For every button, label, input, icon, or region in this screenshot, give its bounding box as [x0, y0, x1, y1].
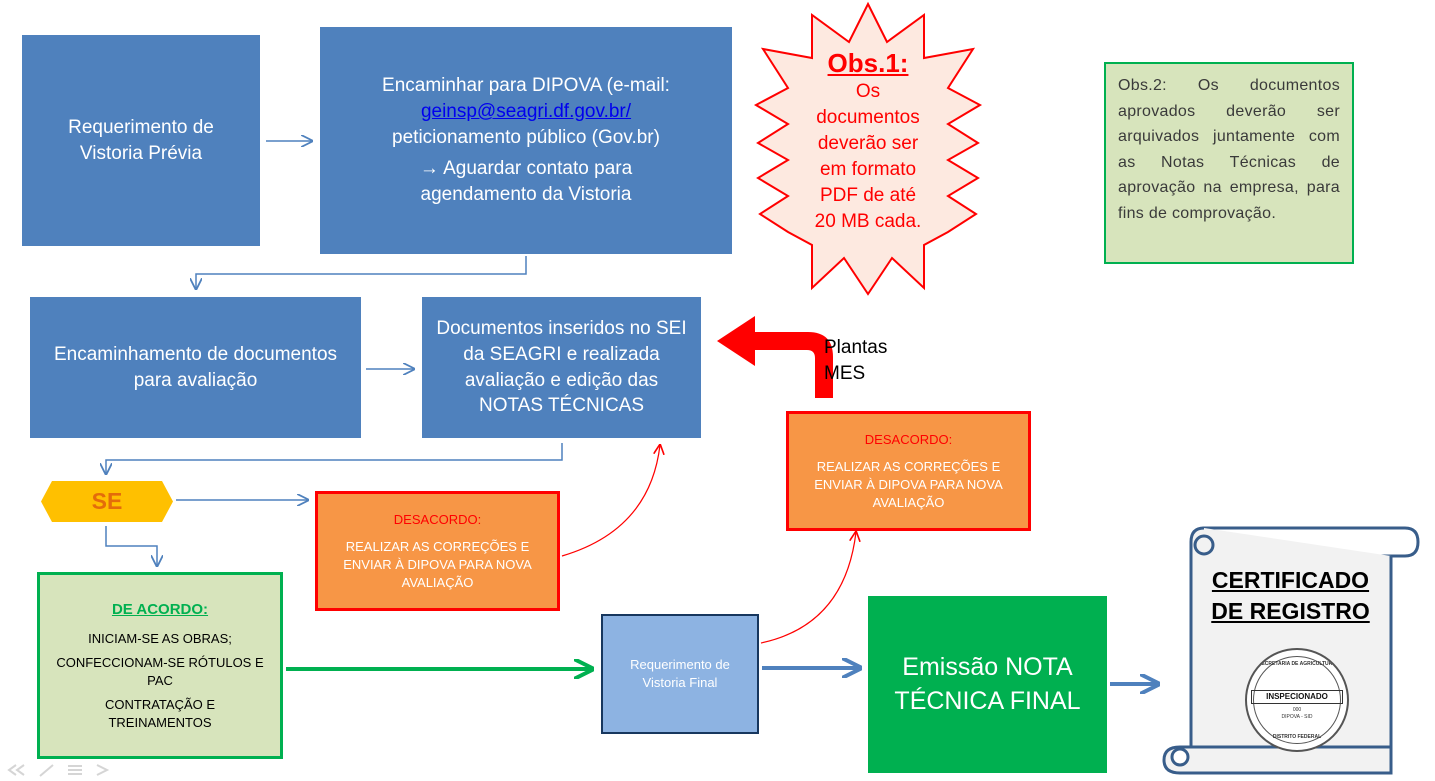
obs1-title: Obs.1:	[827, 48, 909, 78]
desacordo-title: DESACORDO:	[393, 511, 482, 527]
obs1-line: deverão ser	[817, 133, 919, 155]
slideshow-nav	[6, 762, 130, 778]
certificado-line2: DE REGISTRO	[1211, 598, 1370, 625]
encaminhar-line5: agendamento da Vistoria	[420, 183, 632, 205]
flow-arrow-icon	[561, 445, 660, 557]
obs1-line: Os	[855, 81, 881, 103]
next-icon[interactable]	[94, 763, 112, 777]
arrow-right-icon: →	[419, 158, 439, 180]
se-decision: SE	[41, 481, 173, 522]
certificado-line1: CERTIFICADO	[1211, 567, 1370, 593]
flow-arrow-icon	[760, 532, 856, 644]
plantas-mes-label: Plantas MES	[824, 335, 887, 386]
seal-icon: SECRETARIA DE AGRICULTURA INSPECIONADO 0…	[1245, 648, 1349, 752]
encaminhar-dipova-box: Encaminhar para DIPOVA (e-mail: geinsp@s…	[320, 27, 732, 254]
seal-top-text: SECRETARIA DE AGRICULTURA	[1258, 661, 1336, 667]
encaminhar-line1: Encaminhar para DIPOVA (e-mail:	[382, 75, 670, 97]
seal-bottom-text: DISTRITO FEDERAL	[1272, 734, 1322, 740]
documentos-sei-box: Documentos inseridos no SEI da SEAGRI e …	[422, 297, 701, 438]
flow-arrow-icon	[196, 256, 527, 289]
obs1-line: 20 MB cada.	[814, 211, 922, 233]
star-burst-icon	[753, 1, 983, 296]
requerimento-previa-text: Requerimento de Vistoria Prévia	[68, 116, 214, 164]
de-acordo-item: INICIAM-SE AS OBRAS;	[88, 630, 232, 646]
encaminhar-line3: peticionamento público (Gov.br)	[392, 126, 660, 148]
mes-text: MES	[824, 362, 866, 384]
desacordo-body: REALIZAR AS CORREÇÕES E ENVIAR À DIPOVA …	[343, 539, 532, 590]
encaminhar-line4: Aguardar contato para	[443, 158, 633, 180]
de-acordo-title: DE ACORDO:	[111, 600, 209, 618]
emissao-nota-box: Emissão NOTA TÉCNICA FINAL	[868, 596, 1107, 773]
obs2-box: Obs.2: Os documentos aprovados deverão s…	[1104, 62, 1354, 264]
emissao-text: Emissão NOTA TÉCNICA FINAL	[894, 652, 1081, 715]
seal-dept-text: DIPOVA - SID	[1281, 714, 1313, 720]
flow-arrow-icon	[105, 526, 157, 566]
pen-icon[interactable]	[38, 763, 56, 777]
requerimento-final-box: Requerimento de Vistoria Final	[601, 614, 759, 734]
navigation-arrows-icon[interactable]	[6, 763, 28, 777]
email-link[interactable]: geinsp@seagri.df.gov.br/	[420, 101, 632, 123]
return-arrow-icon	[717, 316, 833, 398]
obs2-text: Obs.2: Os documentos aprovados deverão s…	[1118, 77, 1340, 222]
encaminhamento-docs-text: Encaminhamento de documentos para avalia…	[53, 343, 338, 391]
desacordo-left-box: DESACORDO: REALIZAR AS CORREÇÕES E ENVIA…	[315, 491, 560, 611]
de-acordo-item: CONFECCIONAM-SE RÓTULOS E PAC	[56, 655, 264, 688]
obs1-starburst: Obs.1: Os documentos deverão ser em form…	[752, 0, 984, 298]
requerimento-final-text: Requerimento de Vistoria Final	[630, 657, 730, 690]
obs1-line: documentos	[816, 107, 920, 129]
de-acordo-box: DE ACORDO: INICIAM-SE AS OBRAS; CONFECCI…	[37, 572, 283, 759]
de-acordo-item: CONTRATAÇÃO E TREINAMENTOS	[104, 697, 216, 730]
desacordo-body: REALIZAR AS CORREÇÕES E ENVIAR À DIPOVA …	[814, 459, 1003, 510]
menu-icon[interactable]	[66, 763, 84, 777]
seal-center-text: INSPECIONADO	[1251, 690, 1343, 704]
obs1-line: PDF de até	[819, 185, 917, 207]
certificado-scroll: CERTIFICADO DE REGISTRO SECRETARIA DE AG…	[1158, 525, 1423, 777]
seal-num-text: 000	[1292, 707, 1302, 713]
desacordo-right-box: DESACORDO: REALIZAR AS CORREÇÕES E ENVIA…	[786, 411, 1031, 531]
obs1-line: em formato	[819, 159, 917, 181]
plantas-text: Plantas	[824, 337, 888, 358]
se-text: SE	[91, 488, 123, 514]
requerimento-previa-box: Requerimento de Vistoria Prévia	[22, 35, 260, 246]
desacordo-title: DESACORDO:	[864, 431, 953, 447]
flow-arrow-icon	[106, 443, 563, 474]
hexagon-icon	[41, 481, 173, 522]
encaminhamento-docs-box: Encaminhamento de documentos para avalia…	[30, 297, 361, 438]
documentos-sei-text: Documentos inseridos no SEI da SEAGRI e …	[436, 318, 687, 417]
